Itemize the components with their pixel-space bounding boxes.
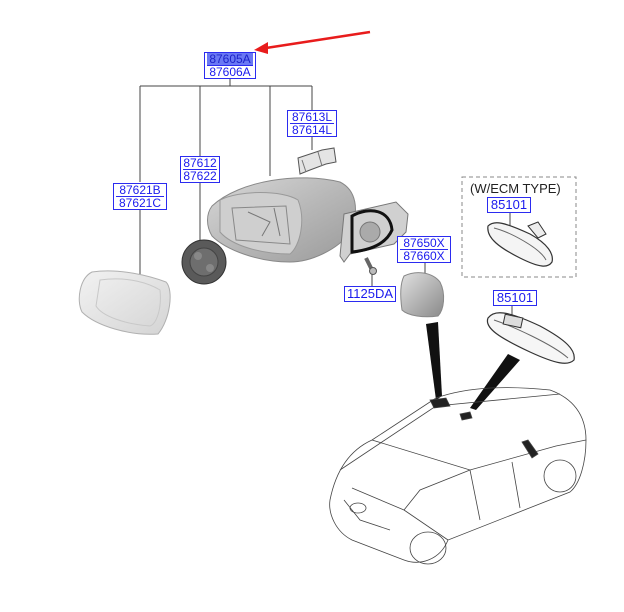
callout-wedges [426,322,520,410]
part-number-87613L[interactable]: 87613L [290,110,334,124]
car-outline-illustration [329,387,587,565]
inside-mirror-ecm-part [487,221,553,267]
part-number-87660X[interactable]: 87660X [403,249,445,263]
part-label-1125DA[interactable]: 1125DA [344,286,396,302]
part-number-87606A[interactable]: 87606A [209,65,251,79]
part-number-87622[interactable]: 87622 [183,169,217,183]
part-label-87605A-87606A[interactable]: 87605A 87606A [204,52,256,79]
screw-part [364,257,377,275]
part-number-87605A[interactable]: 87605A [207,53,253,66]
mirror-cover-bracket-part [297,147,337,175]
part-number-87650X[interactable]: 87650X [400,237,448,250]
inside-mirror-part [486,312,575,364]
part-label-87613L-87614L[interactable]: 87613L 87614L [287,110,337,137]
part-number-87614L[interactable]: 87614L [291,123,333,137]
outside-mirror-housing-part [207,177,409,263]
ecm-type-title: (W/ECM TYPE) [470,181,561,196]
pointer-arrow-icon [254,30,371,54]
part-label-85101[interactable]: 85101 [493,290,537,306]
part-label-87621B-87621C[interactable]: 87621B 87621C [113,183,167,210]
part-number-87612[interactable]: 87612 [183,156,217,170]
part-number-87621C[interactable]: 87621C [118,196,162,210]
part-label-85101-ecm[interactable]: 85101 [487,197,531,213]
part-number-87621B[interactable]: 87621B [116,184,164,197]
leader-lines [139,78,513,320]
part-label-87650X-87660X[interactable]: 87650X 87660X [397,236,451,263]
ecm-type-box [461,176,577,278]
mirror-glass-part [78,270,171,335]
mirror-actuator-part [181,239,227,285]
garnish-part [400,272,445,318]
part-label-87612-87622[interactable]: 87612 87622 [180,156,220,183]
